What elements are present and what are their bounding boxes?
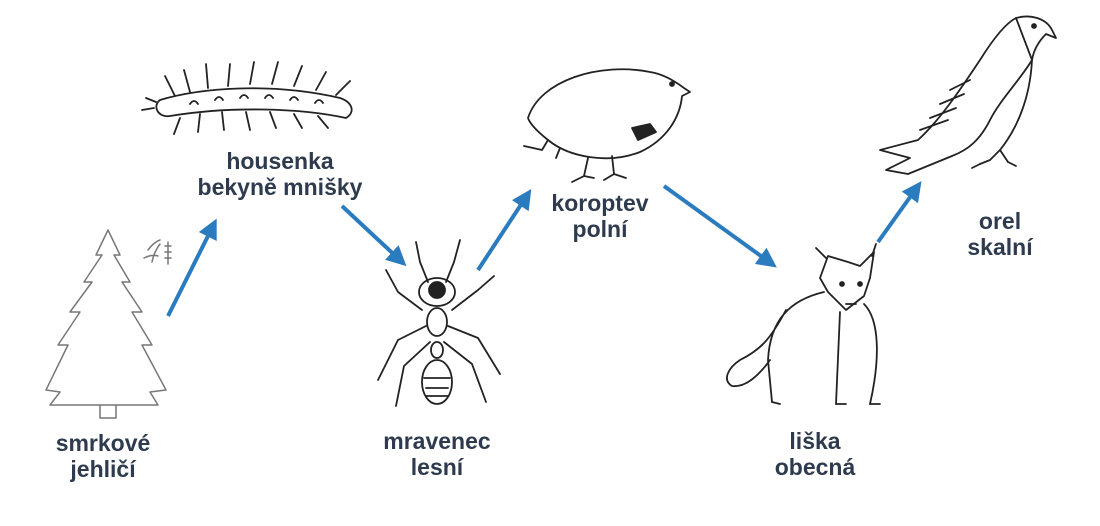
label-partridge: koroptev polní <box>551 190 649 242</box>
caterpillar-icon <box>141 61 353 135</box>
arrow-caterpillar-to-ant <box>340 204 407 267</box>
label-ant: mravenec lesní <box>383 428 491 480</box>
partridge-icon <box>523 68 691 183</box>
label-fox: liška obecná <box>774 428 856 480</box>
arrow-spruce-to-caterpillar <box>166 218 217 317</box>
spruce-tree-icon <box>45 229 172 419</box>
eagle-icon <box>879 15 1057 175</box>
arrow-fox-to-eagle <box>876 181 922 244</box>
label-eagle: orel skalní <box>967 208 1033 260</box>
arrow-partridge-to-fox <box>662 184 777 268</box>
label-spruce: smrkové jehličí <box>55 430 151 482</box>
label-caterpillar: housenka bekyně mnišky <box>197 148 363 200</box>
fox-icon <box>726 243 881 405</box>
arrow-ant-to-partridge <box>476 188 532 272</box>
ant-icon <box>377 239 501 407</box>
